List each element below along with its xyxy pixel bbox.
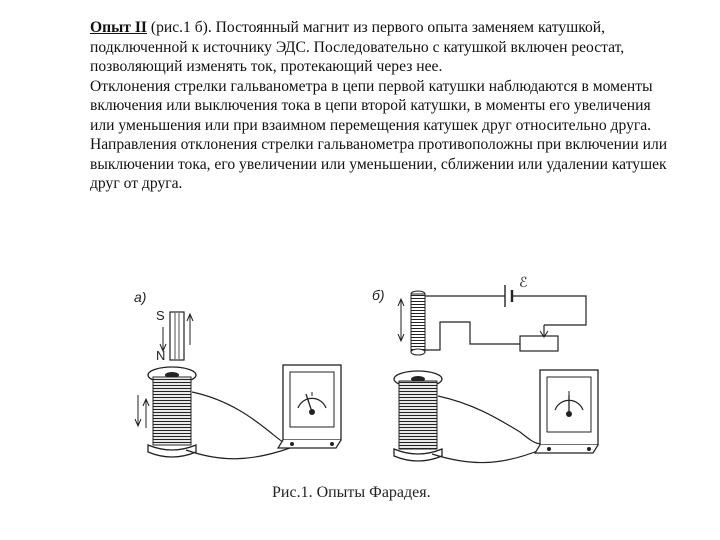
rheostat: [519, 335, 559, 352]
wire-a-bottom: [185, 447, 291, 460]
paragraph-1-text: (рис.1 б). Постоянный магнит из первого …: [90, 19, 625, 75]
magnet-south-pole-label: S: [156, 308, 165, 323]
galvanometer-a: [276, 364, 342, 449]
coil-b-lower: [393, 370, 443, 462]
experiment-title: Опыт II: [90, 19, 147, 36]
figure-a: а) S N: [134, 289, 342, 460]
figure-b: б) ℰ: [372, 274, 599, 464]
permanent-magnet: S N: [156, 308, 194, 363]
paragraph-2: Отклонения стрелки гальванометра в цепи …: [90, 77, 668, 193]
circuit-b: ℰ: [425, 274, 587, 352]
wire-b-bottom: [431, 449, 541, 464]
coil-a: [134, 366, 197, 458]
paragraph-1: Опыт II (рис.1 б). Постоянный магнит из …: [90, 18, 670, 77]
magnet-north-pole-label: N: [156, 348, 165, 363]
coil-b-upper: [397, 290, 426, 356]
text-block: Опыт II (рис.1 б). Постоянный магнит из …: [90, 18, 670, 194]
wire-a-top: [191, 391, 293, 446]
galvanometer-b: [533, 369, 599, 454]
figure-caption: Рис.1. Опыты Фарадея.: [272, 484, 431, 501]
emf-label: ℰ: [519, 274, 527, 290]
figure-b-label: б): [372, 287, 385, 303]
figure-a-label: а): [134, 289, 146, 305]
wire-b-top: [437, 395, 543, 445]
